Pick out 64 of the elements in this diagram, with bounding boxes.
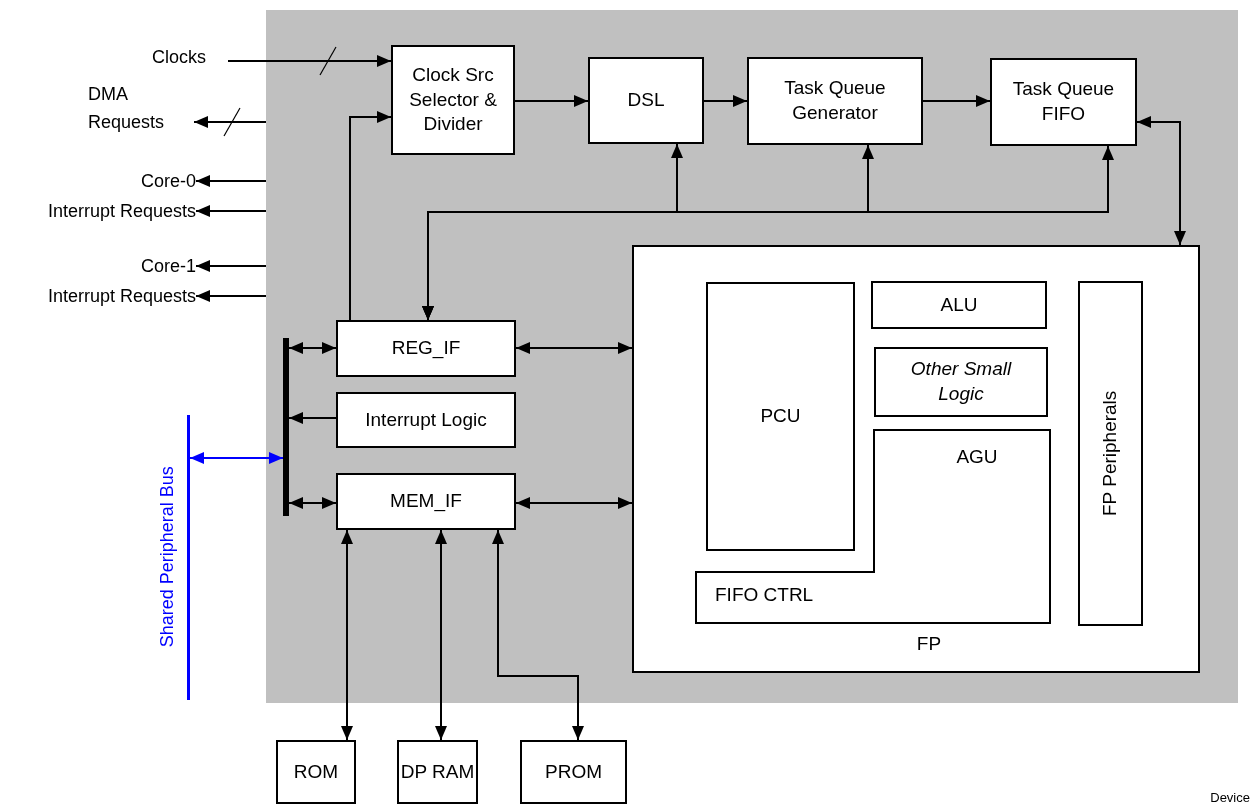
block-box xyxy=(276,740,356,804)
block-label: ALU xyxy=(940,292,978,317)
arrow xyxy=(288,497,337,509)
block-box xyxy=(397,740,478,804)
signal-label: Interrupt Requests xyxy=(47,200,196,224)
arrow xyxy=(703,95,748,107)
block-label: PCU xyxy=(760,404,801,429)
arrow xyxy=(1136,116,1186,246)
block-box xyxy=(588,57,704,144)
block-box xyxy=(1078,281,1143,626)
block-label: Other Small Logic xyxy=(909,357,1013,406)
block-box xyxy=(336,320,516,377)
arrow xyxy=(288,342,337,354)
signal-label: Interrupt Requests xyxy=(47,285,196,309)
chip-panel xyxy=(266,10,1238,703)
block-box xyxy=(871,281,1047,329)
block-box xyxy=(706,282,855,551)
arrow xyxy=(195,205,267,217)
block-label: FP Peripherals xyxy=(1098,390,1122,517)
figure-note: Device xyxy=(1210,790,1250,805)
block-box xyxy=(874,347,1048,417)
bus-bar xyxy=(283,338,289,516)
signal-label: Core-1 xyxy=(140,255,196,279)
arrow xyxy=(922,95,991,107)
arrow xyxy=(189,452,284,464)
arrow xyxy=(195,175,267,187)
signal-label: DMA Requests xyxy=(88,83,166,134)
arrow xyxy=(422,145,1114,321)
block-label: FP xyxy=(915,632,943,657)
block-label: Shared Peripheral Bus xyxy=(156,465,179,650)
block-box xyxy=(391,45,515,155)
block-label: Task Queue FIFO xyxy=(1011,77,1116,126)
arrow xyxy=(193,116,267,128)
block-box xyxy=(990,58,1137,146)
block-label: DP RAM xyxy=(400,759,475,784)
block-label: REG_IF xyxy=(391,336,461,361)
block-label: FIFO CTRL xyxy=(715,583,815,607)
arrow xyxy=(288,412,337,424)
arrow xyxy=(435,529,447,741)
arrow xyxy=(514,95,589,107)
block-label: Clock Src Selector & Divider xyxy=(408,62,498,137)
signal-label: Core-0 xyxy=(140,170,196,194)
block-label: PROM xyxy=(545,759,602,784)
block-box xyxy=(632,245,1200,673)
arrow xyxy=(515,342,633,354)
arrow xyxy=(492,529,584,741)
block-box xyxy=(336,392,516,448)
block-box xyxy=(336,473,516,530)
block-label: Interrupt Logic xyxy=(365,407,487,432)
arrow xyxy=(195,260,267,272)
l-shaped-block xyxy=(695,429,1051,624)
arrow xyxy=(195,290,267,302)
arrow xyxy=(349,111,392,321)
block-label: ROM xyxy=(293,759,339,784)
block-box xyxy=(747,57,923,145)
arrow xyxy=(227,55,392,67)
arrow xyxy=(515,497,633,509)
block-box xyxy=(520,740,627,804)
block-label: Task Queue Generator xyxy=(783,76,887,125)
block-label: AGU xyxy=(955,445,999,469)
block-label: DSL xyxy=(627,88,665,113)
signal-label: Clocks xyxy=(152,46,206,70)
arrow xyxy=(341,529,353,741)
block-label: MEM_IF xyxy=(390,489,462,514)
